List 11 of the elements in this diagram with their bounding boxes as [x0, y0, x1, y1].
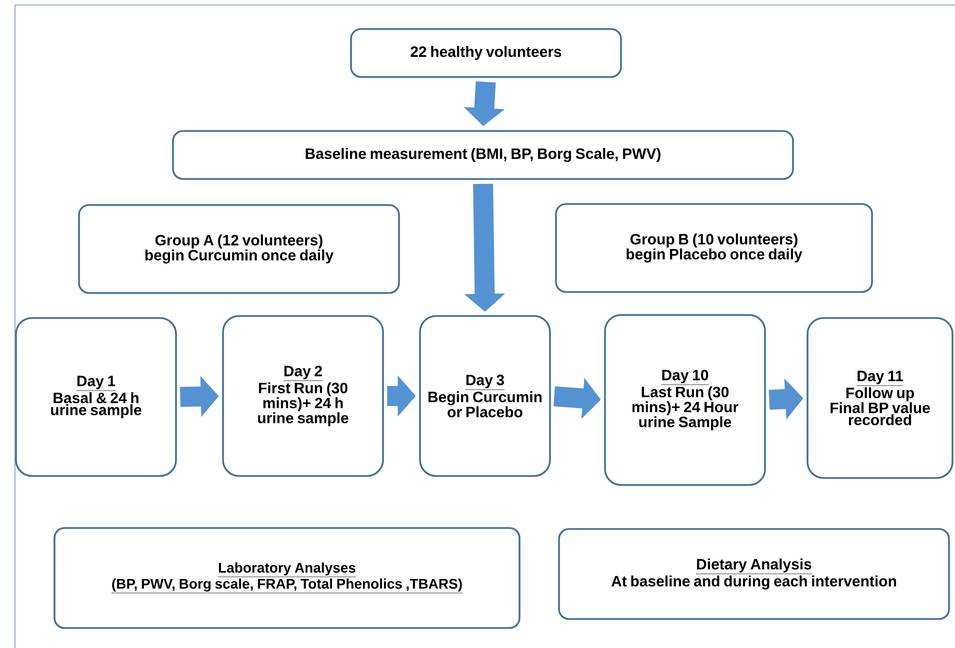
rounded-box: Baseline measurement (BMI, BP, Borg Scale, PWV): [172, 130, 794, 180]
day-box: Day 3 Begin Curcumin or Placebo: [419, 315, 551, 477]
rounded-box: 22 healthy volunteers: [350, 28, 622, 78]
day-box: Day 10 Last Run (30 mins)+ 24 Hour urine Sample: [604, 314, 766, 486]
rounded-box: Group B (10 volunteers) begin Placebo once daily: [555, 203, 873, 293]
day-box: Day 11 Follow up Final BP value recorded: [806, 317, 954, 479]
rounded-box: Group A (12 volunteers) begin Curcumin once daily: [78, 204, 400, 294]
day-box: Day 2 First Run (30 mins)+ 24 h urine sample: [222, 315, 384, 477]
rounded-box: Laboratory Analyses (BP, PWV, Borg scale, FRAP, Total Phenolics ,TBARS): [54, 527, 520, 629]
rounded-box: Dietary Analysis At baseline and during each intervention: [558, 528, 950, 620]
day-box: Day 1 Basal & 24 h urine sample: [15, 317, 177, 477]
